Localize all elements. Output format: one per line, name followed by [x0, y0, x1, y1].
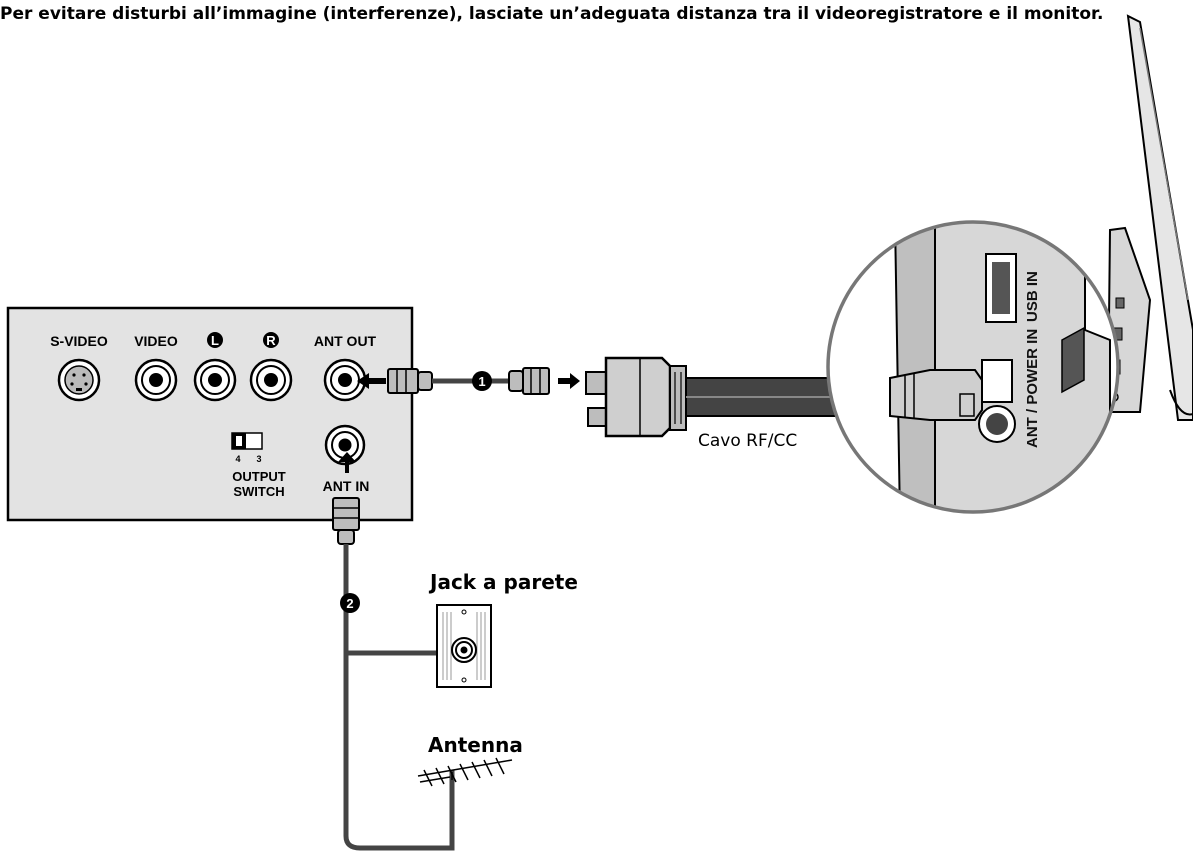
audio-left-badge [207, 332, 223, 348]
cable-label: Cavo RF/CC [698, 431, 797, 451]
switch-pos-4: 4 [235, 454, 240, 464]
rf-plug-ant-in [332, 497, 360, 545]
antenna-cable [343, 544, 455, 851]
s-video-jack[interactable] [57, 358, 101, 402]
audio-right-jack[interactable] [249, 358, 293, 402]
wall-jack-plate [436, 604, 492, 688]
audio-left-jack[interactable] [193, 358, 237, 402]
ant-out-arrow [357, 373, 386, 389]
ant-power-port[interactable] [978, 359, 1016, 443]
caption-text: Per evitare disturbi all’immagine (inter… [0, 4, 1104, 24]
wall-jack-label: Jack a parete [428, 570, 578, 594]
audio-left-label: L [211, 333, 219, 348]
usb-in-label: USB IN [1024, 271, 1041, 322]
step-2-label: 2 [346, 596, 353, 611]
tv-port-zoom: USB IN ANT / POWER IN [826, 220, 1120, 514]
ant-out-jack[interactable] [323, 358, 367, 402]
ant-power-in-label: ANT / POWER IN [1024, 329, 1041, 448]
rf-plug-vcr-end [387, 368, 433, 394]
ant-in-label: ANT IN [323, 478, 370, 494]
output-switch-label-1: OUTPUT [232, 469, 286, 484]
step-1-badge [472, 371, 492, 391]
antenna-label: Antenna [428, 733, 523, 757]
vcr-rear-panel [6, 306, 414, 522]
ant-out-label: ANT OUT [314, 333, 377, 349]
antenna-icon [417, 757, 513, 787]
video-label: VIDEO [134, 333, 178, 349]
tv-monitor [1106, 14, 1193, 421]
s-video-label: S-VIDEO [50, 333, 108, 349]
step-2-badge [340, 593, 360, 613]
switch-pos-3: 3 [256, 454, 261, 464]
audio-right-badge [263, 332, 279, 348]
output-switch[interactable] [231, 432, 263, 450]
ant-in-arrow [338, 452, 356, 473]
rf-plug-tv-end [508, 367, 550, 395]
output-switch-label-2: SWITCH [233, 484, 284, 499]
usb-port[interactable] [985, 253, 1017, 323]
adapter-arrow [558, 373, 580, 389]
video-jack[interactable] [134, 358, 178, 402]
audio-right-label: R [266, 333, 276, 348]
rf-dc-adapter [585, 356, 687, 438]
step-1-label: 1 [478, 374, 485, 389]
